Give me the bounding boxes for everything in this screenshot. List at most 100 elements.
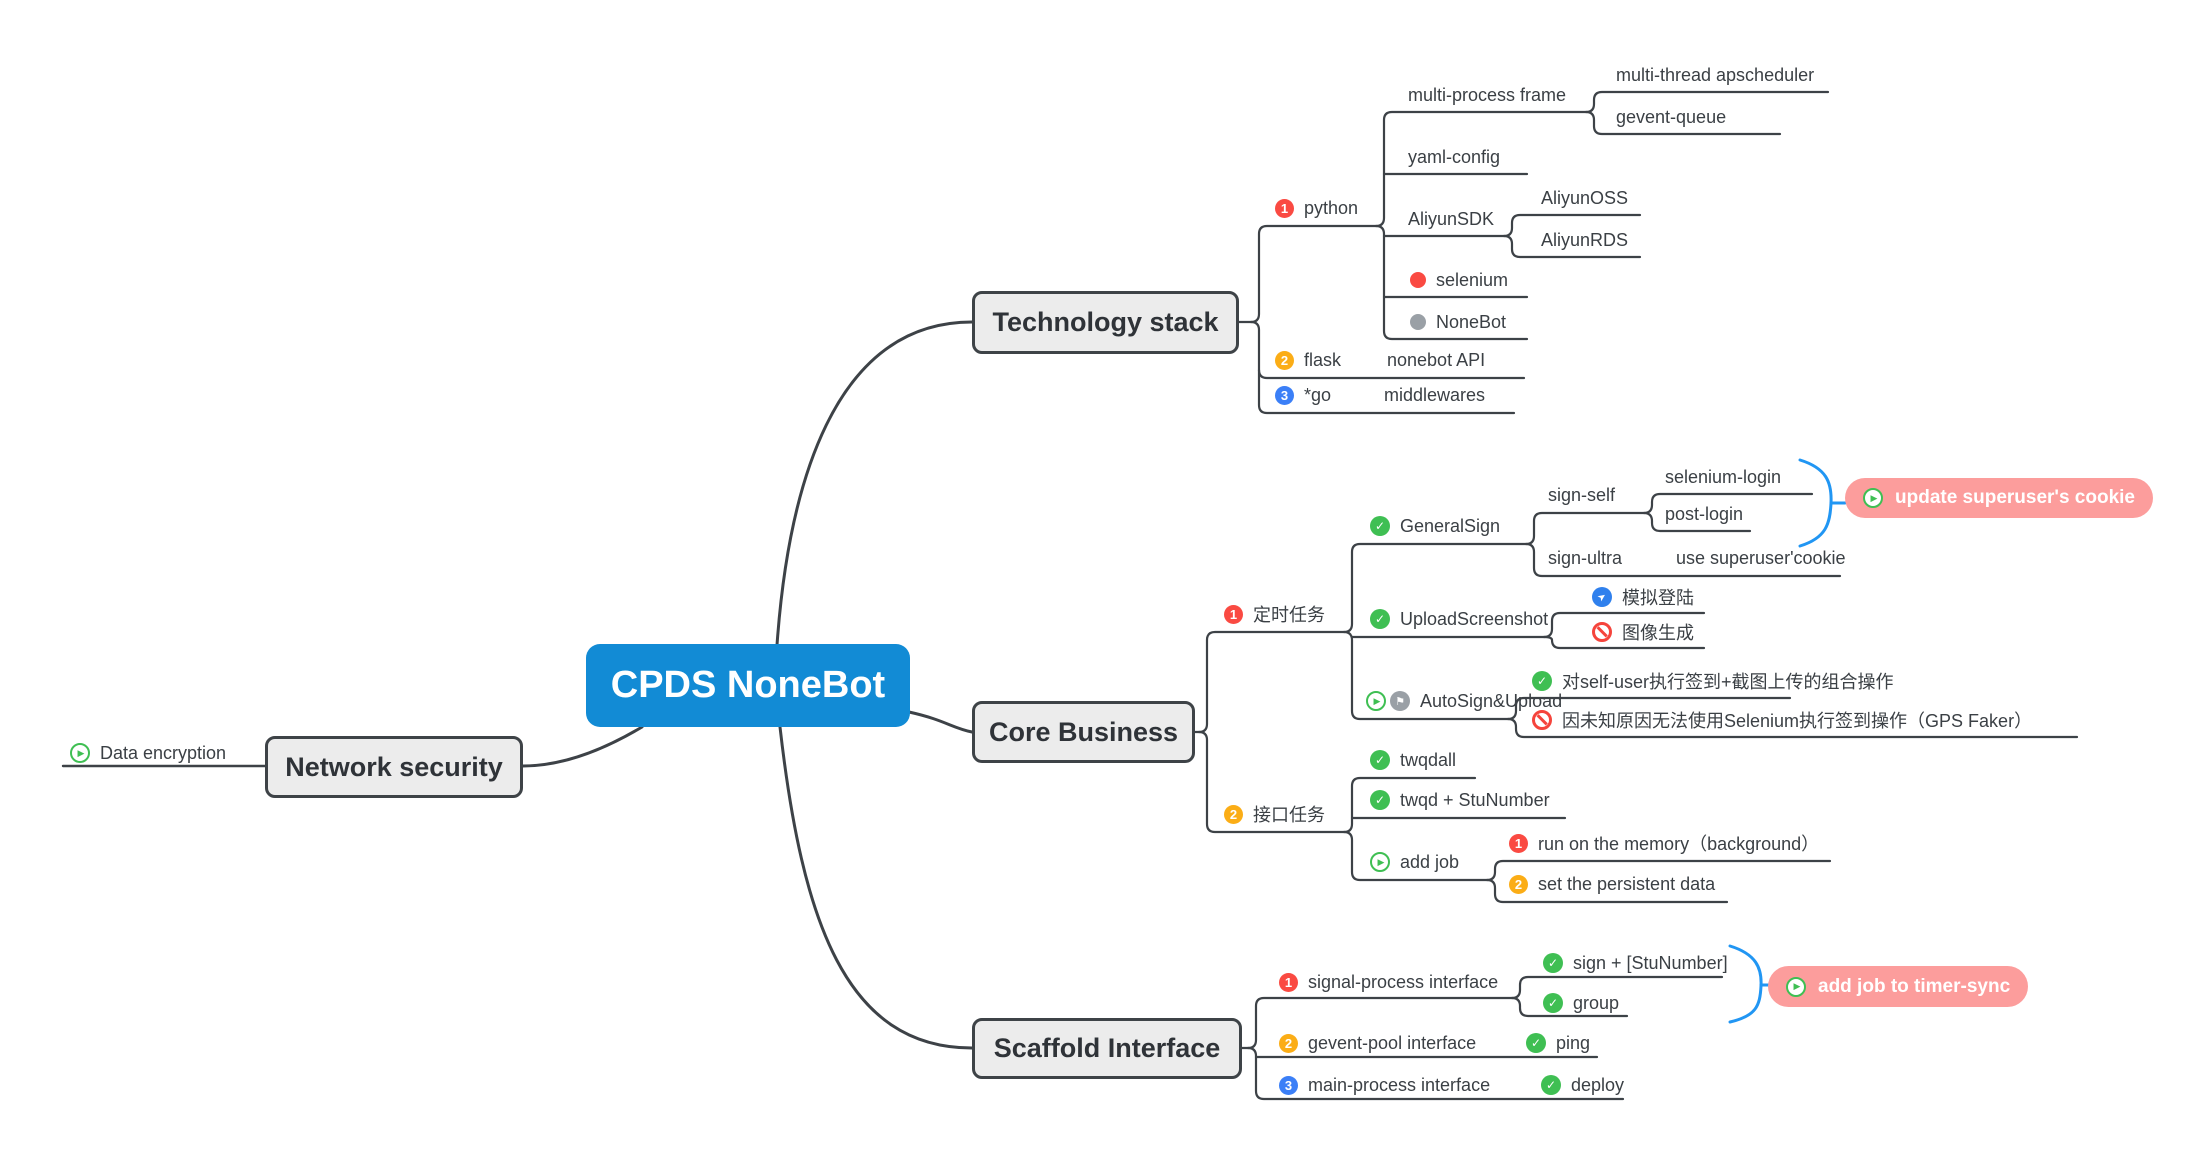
branch-label: Core Business: [988, 716, 1179, 747]
node-gps-issue[interactable]: 因未知原因无法使用Selenium执行签到操作（GPS Faker）: [1532, 707, 2032, 733]
node-general-sign[interactable]: ✓ GeneralSign: [1370, 513, 1500, 539]
summary-label: add job to timer-sync: [1818, 975, 2011, 997]
node-label: 接口任务: [1253, 805, 1325, 825]
node-label: nonebot API: [1387, 349, 1486, 370]
play-icon: ▶: [1863, 488, 1883, 508]
node-label: 图像生成: [1622, 623, 1694, 643]
node-yaml-config[interactable]: yaml-config: [1408, 144, 1500, 170]
node-label: AliyunOSS: [1541, 187, 1629, 208]
node-label: middlewares: [1384, 384, 1486, 405]
node-label: run on the memory（background）: [1538, 834, 1820, 854]
node-sign-self[interactable]: sign-self: [1548, 482, 1615, 508]
node-data-encryption[interactable]: ▶ Data encryption: [70, 740, 226, 766]
node-timed-tasks[interactable]: 1 定时任务: [1224, 601, 1325, 627]
priority-2-icon: 2: [1279, 1033, 1298, 1053]
node-label: Data encryption: [100, 742, 227, 763]
node-add-job[interactable]: ▶ add job: [1370, 849, 1459, 875]
check-icon: ✓: [1370, 609, 1390, 629]
summary-add-job-to-timer-sync[interactable]: ▶ add job to timer-sync: [1768, 966, 2029, 1007]
node-selenium-login[interactable]: selenium-login: [1665, 464, 1781, 490]
node-interface-tasks[interactable]: 2 接口任务: [1224, 801, 1325, 827]
central-topic-label: CPDS NoneBot: [610, 664, 886, 706]
node-label: UploadScreenshot: [1400, 608, 1549, 629]
node-label: AutoSign&Upload: [1420, 690, 1563, 711]
node-aliyun-oss[interactable]: AliyunOSS: [1541, 185, 1628, 211]
branch-label: Network security: [285, 751, 503, 782]
priority-2-icon: 2: [1275, 350, 1294, 370]
node-label: yaml-config: [1408, 146, 1501, 167]
node-label: group: [1573, 992, 1620, 1013]
node-twqdall[interactable]: ✓ twqdall: [1370, 747, 1456, 773]
node-sign-stunumber[interactable]: ✓ sign + [StuNumber]: [1543, 950, 1728, 976]
priority-1-icon: 1: [1509, 833, 1528, 853]
node-nonebot[interactable]: NoneBot: [1410, 309, 1506, 335]
node-aliyun-sdk[interactable]: AliyunSDK: [1408, 206, 1494, 232]
node-label: use superuser'cookie: [1676, 547, 1846, 568]
node-deploy[interactable]: ✓ deploy: [1541, 1072, 1624, 1098]
node-auto-sign-upload[interactable]: ▶ ⚑ AutoSign&Upload: [1366, 688, 1562, 714]
node-aliyun-rds[interactable]: AliyunRDS: [1541, 227, 1628, 253]
node-simulate-login[interactable]: ➤ 模拟登陆: [1592, 584, 1694, 610]
node-run-on-memory[interactable]: 1 run on the memory（background）: [1509, 830, 1819, 856]
node-middlewares[interactable]: middlewares: [1384, 382, 1485, 408]
branch-label: Technology stack: [992, 307, 1219, 337]
node-combo-operation[interactable]: ✓ 对self-user执行签到+截图上传的组合操作: [1532, 668, 1894, 694]
check-icon: ✓: [1526, 1033, 1546, 1053]
node-flask[interactable]: 2 flask: [1275, 347, 1341, 373]
node-ping[interactable]: ✓ ping: [1526, 1030, 1590, 1056]
node-python[interactable]: 1 python: [1275, 195, 1358, 221]
node-use-superuser-cookie[interactable]: use superuser'cookie: [1676, 545, 1846, 571]
node-go[interactable]: 3 *go: [1275, 382, 1331, 408]
node-set-persistent-data[interactable]: 2 set the persistent data: [1509, 871, 1715, 897]
node-multi-thread-apscheduler[interactable]: multi-thread apscheduler: [1616, 62, 1814, 88]
branch-core-business[interactable]: Core Business: [972, 701, 1195, 763]
node-label: signal-process interface: [1308, 971, 1499, 992]
node-image-generation[interactable]: 图像生成: [1592, 619, 1694, 645]
flag-icon: ⚑: [1390, 691, 1410, 711]
node-group[interactable]: ✓ group: [1543, 990, 1619, 1016]
check-icon: ✓: [1532, 671, 1552, 691]
node-label: multi-process frame: [1408, 84, 1567, 105]
node-upload-screenshot[interactable]: ✓ UploadScreenshot: [1370, 606, 1548, 632]
node-post-login[interactable]: post-login: [1665, 501, 1743, 527]
node-label: selenium-login: [1665, 466, 1782, 487]
forbidden-icon: [1532, 710, 1552, 730]
check-icon: ✓: [1541, 1075, 1561, 1095]
node-label: add job: [1400, 851, 1460, 872]
node-label: AliyunSDK: [1408, 208, 1495, 229]
node-sign-ultra[interactable]: sign-ultra: [1548, 545, 1622, 571]
node-nonebot-api[interactable]: nonebot API: [1387, 347, 1485, 373]
node-label: deploy: [1571, 1074, 1625, 1095]
node-gevent-pool-interface[interactable]: 2 gevent-pool interface: [1279, 1030, 1476, 1056]
node-label: gevent-queue: [1616, 106, 1727, 127]
node-gevent-queue[interactable]: gevent-queue: [1616, 104, 1726, 130]
branch-technology-stack[interactable]: Technology stack: [972, 291, 1239, 354]
branch-network-security[interactable]: Network security: [265, 736, 523, 798]
summary-label: update superuser's cookie: [1895, 487, 2135, 508]
node-label: sign-self: [1548, 484, 1616, 505]
red-dot-icon: [1410, 272, 1426, 288]
node-main-process-interface[interactable]: 3 main-process interface: [1279, 1072, 1490, 1098]
node-label: 模拟登陆: [1622, 588, 1694, 608]
node-selenium[interactable]: selenium: [1410, 267, 1508, 293]
branch-scaffold-interface[interactable]: Scaffold Interface: [972, 1018, 1242, 1079]
priority-1-icon: 1: [1279, 972, 1298, 992]
node-label: python: [1304, 197, 1359, 218]
node-label: 因未知原因无法使用Selenium执行签到操作（GPS Faker）: [1562, 711, 2033, 731]
gray-dot-icon: [1410, 314, 1426, 330]
node-signal-process-interface[interactable]: 1 signal-process interface: [1279, 969, 1498, 995]
node-label: selenium: [1436, 269, 1509, 290]
node-label: set the persistent data: [1538, 873, 1716, 894]
node-label: 定时任务: [1253, 605, 1325, 625]
summary-update-superuser-cookie[interactable]: ▶ update superuser's cookie: [1845, 478, 2153, 518]
priority-1-icon: 1: [1275, 198, 1294, 218]
node-label: flask: [1304, 349, 1342, 370]
node-twqd-stunumber[interactable]: ✓ twqd + StuNumber: [1370, 787, 1550, 813]
central-topic[interactable]: CPDS NoneBot: [586, 644, 910, 727]
node-label: ping: [1556, 1032, 1591, 1053]
node-multi-process-frame[interactable]: multi-process frame: [1408, 82, 1566, 108]
priority-3-icon: 3: [1275, 385, 1294, 405]
forbidden-icon: [1592, 622, 1612, 642]
priority-1-icon: 1: [1224, 604, 1243, 624]
